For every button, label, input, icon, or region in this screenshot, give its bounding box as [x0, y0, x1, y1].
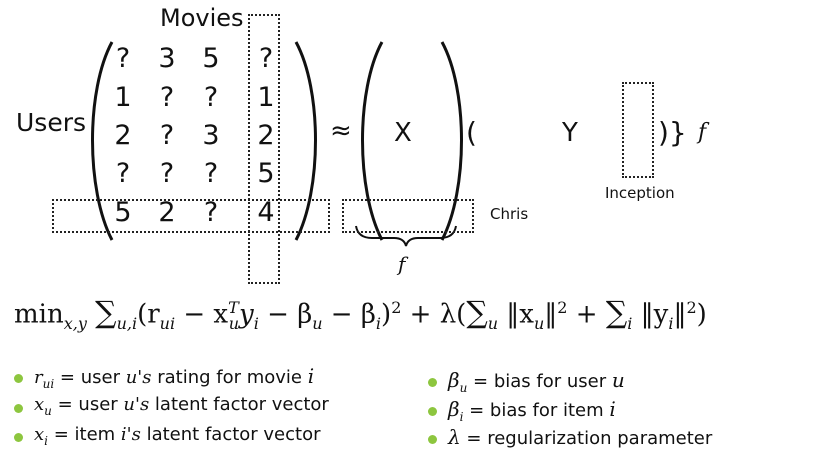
user-row-highlight — [52, 199, 330, 233]
matrix-cell: 5 — [257, 158, 275, 189]
matrix-cell: 3 — [158, 43, 176, 74]
bullet-icon — [14, 404, 23, 413]
legend-item-r: rui = user u's rating for movie i — [34, 364, 315, 391]
approx-symbol: ≈ — [330, 116, 352, 146]
matrix-cell: 5 — [114, 197, 132, 228]
bullet-icon — [14, 374, 23, 383]
rating-matrix-brackets — [91, 41, 463, 247]
inception-label: Inception — [605, 184, 675, 202]
matrix-cell: 4 — [257, 197, 275, 228]
matrix-y-label: Y — [562, 118, 578, 148]
matrix-cell: ? — [115, 158, 131, 189]
bullet-icon — [14, 433, 23, 442]
bullet-icon — [428, 435, 437, 444]
matrix-cell: ? — [203, 197, 219, 228]
close-brace: )} — [658, 116, 687, 149]
matrix-cell: ? — [159, 158, 175, 189]
matrix-cell: 2 — [158, 197, 176, 228]
open-paren: ( — [466, 116, 477, 149]
legend-item-bu: βu = bias for user u — [448, 368, 625, 395]
matrix-cell: ? — [258, 43, 274, 74]
f-bottom-label: f — [398, 252, 406, 276]
x-row-highlight — [342, 199, 474, 233]
legend-item-bi: βi = bias for item i — [448, 397, 616, 424]
users-label: Users — [16, 108, 87, 137]
y-column-highlight — [622, 82, 654, 178]
matrix-cell: ? — [159, 120, 175, 151]
matrix-cell: ? — [203, 82, 219, 113]
matrix-cell: 1 — [114, 82, 132, 113]
formula-min: min — [14, 299, 64, 330]
f-right-label: f — [698, 120, 707, 145]
matrix-cell: ? — [115, 43, 131, 74]
chris-label: Chris — [490, 205, 529, 223]
matrix-cell: 5 — [202, 43, 220, 74]
bullet-icon — [428, 378, 437, 387]
matrix-cell: 3 — [202, 120, 220, 151]
legend-item-lambda: λ = regularization parameter — [448, 425, 713, 449]
matrix-cell: 1 — [257, 82, 275, 113]
movies-label: Movies — [160, 4, 244, 32]
bullet-icon — [428, 407, 437, 416]
movie-column-highlight — [248, 14, 280, 284]
matrix-cell: ? — [159, 82, 175, 113]
matrix-cell: ? — [203, 158, 219, 189]
matrix-cell: 2 — [114, 120, 132, 151]
legend-item-xi: xi = item i's latent factor vector — [34, 424, 321, 448]
objective-formula: minx,y ∑u,i(rui − xTuyi − βu − βi)2 + λ(… — [14, 295, 707, 333]
legend-item-xu: xu = user u's latent factor vector — [34, 394, 329, 418]
matrix-cell: 2 — [257, 120, 275, 151]
matrix-x-label: X — [394, 118, 412, 148]
